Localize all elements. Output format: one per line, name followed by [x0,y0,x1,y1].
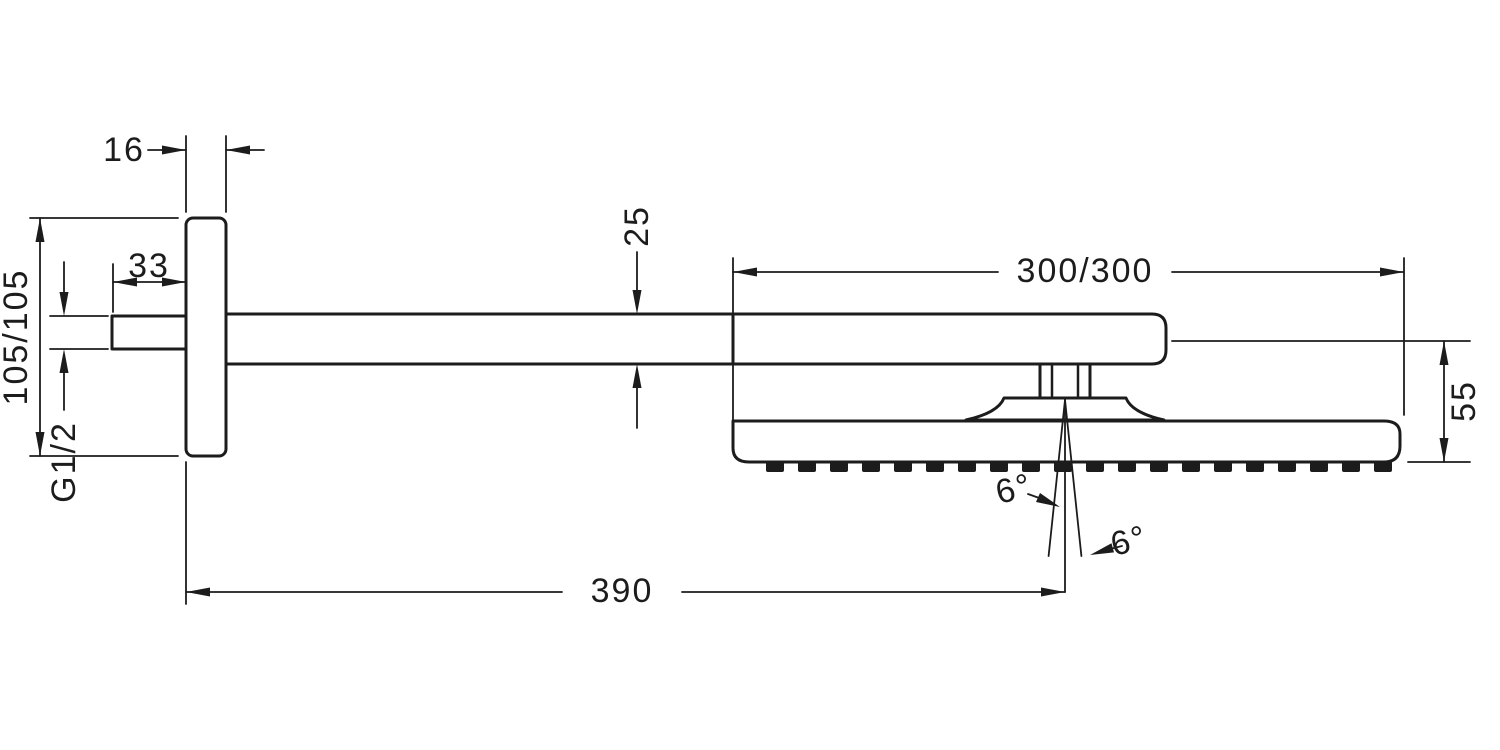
nozzle [1022,461,1040,472]
nozzle [1342,461,1360,472]
dimension-lines [29,135,1471,605]
dim-label-tilt-right: 6° [1107,518,1152,564]
dim-label-escutcheon-size: 105/105 [0,269,35,406]
dim-label-head-size: 300/300 [1017,252,1154,290]
nozzle [1374,461,1392,472]
arrow [35,218,45,242]
nozzle [990,461,1008,472]
shower-head [731,419,1402,464]
nozzle [926,461,944,472]
dim-label-arm-profile-height: 25 [618,205,656,247]
arrow [59,292,69,316]
wall-plate [184,216,228,458]
nozzle [766,461,784,472]
arrow [1439,341,1449,365]
nozzle [862,461,880,472]
nozzle [1150,461,1168,472]
arrow [35,432,45,456]
dim-label-thread-size: G1/2 [45,421,83,503]
spray-tilt-line-right [1064,399,1083,557]
arrow [1380,267,1404,277]
spray-axis-group [1047,397,1083,593]
spray-tilt-line-left [1047,399,1066,557]
arrow [162,145,186,155]
dim-label-arm-projection: 390 [591,572,654,610]
nozzle [1214,461,1232,472]
nozzle [1118,461,1136,472]
dim-label-stub-length: 33 [128,247,170,285]
dim-label-tilt-left: 6° [992,466,1037,512]
arrow [162,277,186,287]
nozzle [1182,461,1200,472]
arrow [59,349,69,373]
nozzle [1086,461,1104,472]
arrow [632,364,642,388]
shower-arm [224,312,1168,366]
nozzle [798,461,816,472]
joint-nut [1038,362,1092,400]
inlet-stub [110,314,188,351]
dim-label-head-height: 55 [1445,380,1483,422]
nozzle [958,461,976,472]
arrow [632,290,642,314]
arrow [1439,438,1449,462]
dimension-arrows [35,145,1449,597]
arrow [733,267,757,277]
dim-label-plate-thickness: 16 [103,131,145,169]
nozzle [1278,461,1296,472]
nozzle [1246,461,1264,472]
arrow [1041,587,1065,597]
arrow [1090,543,1114,555]
nozzle [1310,461,1328,472]
arrow [1036,493,1060,507]
nozzle [830,461,848,472]
nozzle [894,461,912,472]
arrow [226,145,250,155]
arrow [113,277,137,287]
nozzle-row [766,461,1392,472]
arrow [186,587,210,597]
